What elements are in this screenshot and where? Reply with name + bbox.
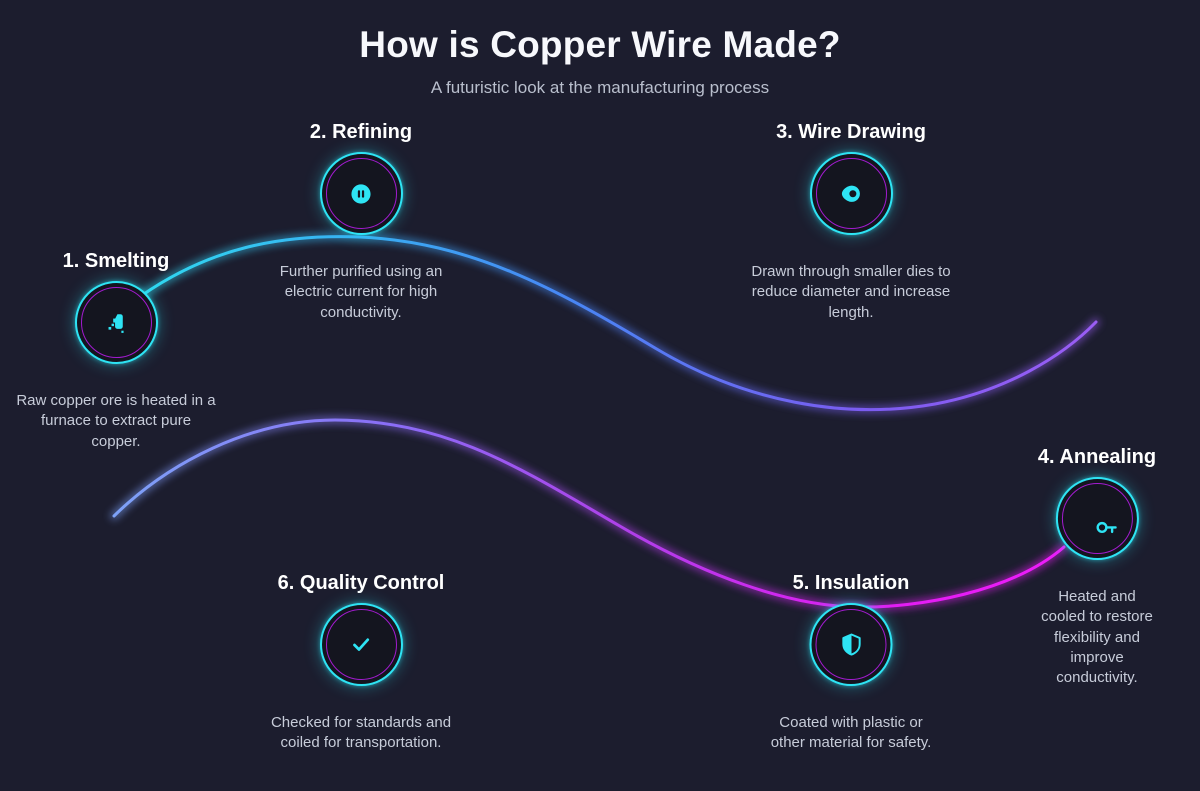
step-node-circle xyxy=(1055,477,1139,560)
drawing-die-icon xyxy=(841,185,860,202)
step-annealing: 4. Annealing Heated and cooled to restor… xyxy=(1038,446,1156,688)
step-label: 6. Quality Control xyxy=(277,572,445,594)
step-insulation: 5. Insulation Coated with plastic or oth… xyxy=(769,572,934,754)
electrolysis-icon xyxy=(351,183,371,204)
step-node-circle xyxy=(319,152,403,235)
checkmark-icon xyxy=(353,637,370,651)
step-label: 1. Smelting xyxy=(62,250,170,272)
step-label: 5. Insulation xyxy=(792,572,910,594)
furnace-icon xyxy=(108,313,124,333)
step-label: 2. Refining xyxy=(309,121,413,143)
key-icon xyxy=(1096,521,1117,533)
step-wire-drawing: 3. Wire Drawing Drawn through smaller di… xyxy=(745,121,957,323)
step-description: Heated and cooled to restore flexibility… xyxy=(1041,588,1153,686)
step-quality-control: 6. Quality Control Checked for standards… xyxy=(266,572,456,754)
step-node-circle xyxy=(809,152,893,235)
step-smelting: 1. Smelting Raw copper ore is heated in … xyxy=(16,250,216,452)
step-description: Further purified using an electric curre… xyxy=(279,263,443,321)
page-title: How is Copper Wire Made? xyxy=(359,24,841,65)
step-label: 3. Wire Drawing xyxy=(776,121,926,143)
shield-icon xyxy=(841,633,861,656)
step-description: Coated with plastic or other material fo… xyxy=(770,714,932,752)
header: How is Copper Wire Made? A futuristic lo… xyxy=(0,0,1200,98)
step-node-circle xyxy=(319,603,403,686)
step-label: 4. Annealing xyxy=(1037,446,1157,468)
step-node-circle xyxy=(809,603,893,686)
step-node-circle xyxy=(74,281,158,364)
curve-top xyxy=(137,232,1100,414)
curve-bottom xyxy=(110,415,1068,612)
step-description: Drawn through smaller dies to reduce dia… xyxy=(751,263,951,321)
step-description: Raw copper ore is heated in a furnace to… xyxy=(16,392,216,450)
page-subtitle: A futuristic look at the manufacturing p… xyxy=(430,78,770,97)
step-description: Checked for standards and coiled for tra… xyxy=(270,714,452,752)
step-refining: 2. Refining Further purified using an el… xyxy=(255,121,467,323)
